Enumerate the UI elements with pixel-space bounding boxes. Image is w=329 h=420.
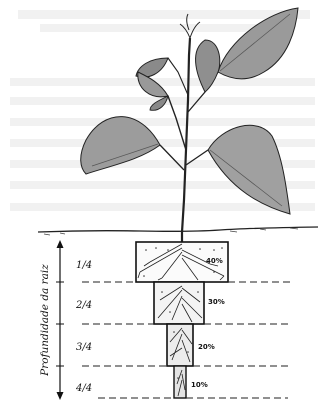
leaf-right-lower — [208, 125, 290, 214]
percent-label-3: 20% — [198, 343, 215, 351]
depth-label-1: 1/4 — [76, 260, 92, 271]
ground-line — [38, 227, 318, 232]
zone-block-4 — [174, 366, 186, 398]
axis-arrow-down-icon — [57, 392, 64, 400]
depth-axis — [56, 240, 64, 400]
depth-axis-label: Profundidade da raiz — [39, 264, 51, 377]
depth-label-3: 3/4 — [76, 342, 92, 353]
depth-label-2: 2/4 — [75, 300, 92, 311]
percent-label-2: 30% — [208, 298, 225, 306]
percent-label-4: 10% — [191, 381, 208, 389]
axis-arrow-up-icon — [57, 240, 64, 248]
depth-label-4: 4/4 — [75, 383, 92, 394]
percent-label-1: 40% — [206, 257, 223, 265]
